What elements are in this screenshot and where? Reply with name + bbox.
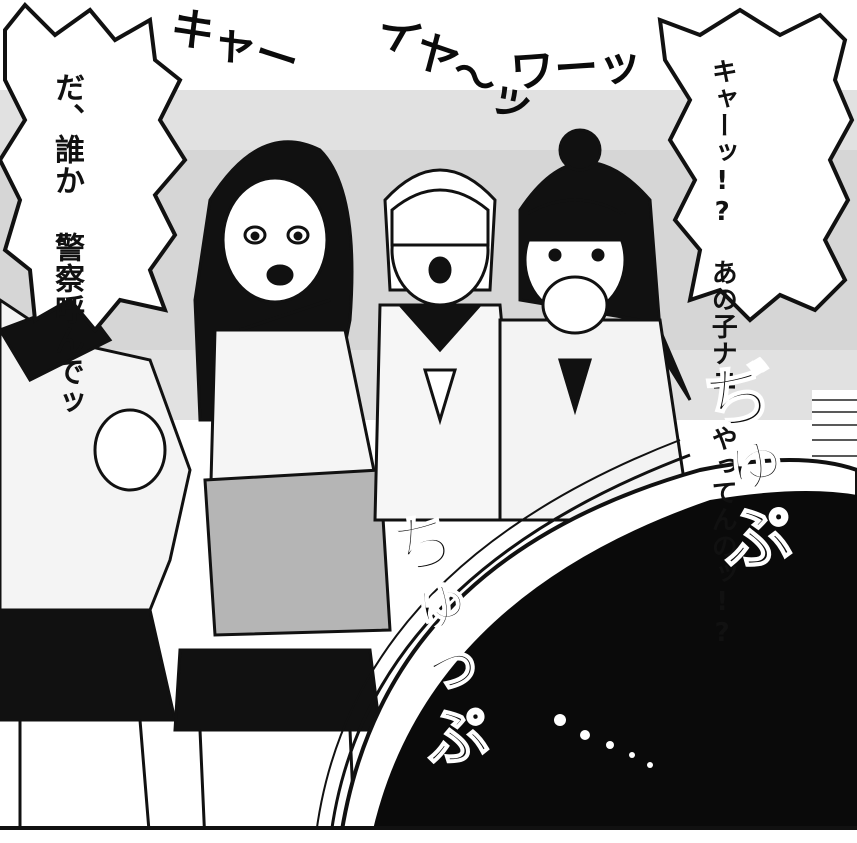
student-ponytail [498,128,692,522]
speech-bubble-right-text: キャーッ!? あの子ナニ やってんのッ!? [706,58,737,649]
speech-bubble-left-text: だ、誰か 警察呼んでッ [48,72,84,418]
right-bubble-line-3: やってんのッ!? [707,425,738,649]
student-long-hair [173,140,392,843]
right-bubble-line-1: キャーッ!? [707,58,738,228]
speech-bubble-left [0,2,188,334]
left-bubble-line-1: だ、誰か [49,72,84,196]
student-short-hair [373,168,522,522]
right-bubble-line-2: あの子ナニ [707,259,738,394]
sfx-wa: ワーッ [508,38,644,99]
panel-gutter [0,828,857,843]
speech-bubble-right [657,7,855,323]
left-bubble-line-2: 警察呼んでッ [49,232,84,418]
student-left [0,298,192,843]
dark-circle-object [314,439,857,843]
